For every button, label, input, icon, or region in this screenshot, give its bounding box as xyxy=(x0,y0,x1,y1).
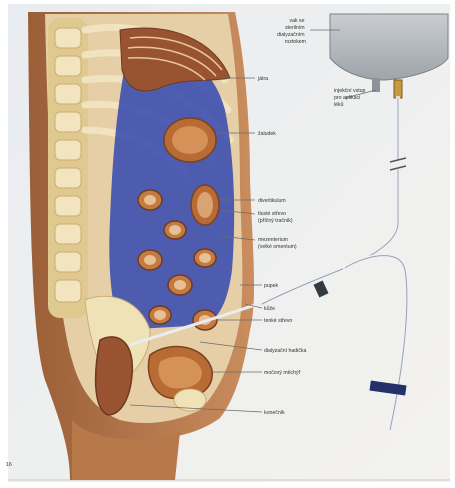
label-rectum: konečník xyxy=(264,410,285,416)
spine xyxy=(48,18,88,318)
bag-port-left xyxy=(372,78,380,92)
label-dialysis-tube: dialyzační hadička xyxy=(264,348,307,354)
label-diverticulum: divertikulum xyxy=(258,198,286,204)
label-stomach: žaludek xyxy=(258,131,276,137)
injection-port xyxy=(394,80,402,98)
label-liver: játra xyxy=(257,76,268,82)
label-skin: kůže xyxy=(264,305,275,312)
dialysate-bag xyxy=(330,14,448,80)
stomach-inner xyxy=(172,126,208,154)
label-bladder: močový měchýř xyxy=(264,370,301,376)
corner-mark: 16 xyxy=(6,462,12,468)
label-small-intestine: tenké střevo xyxy=(264,318,292,324)
diverticulum-inner xyxy=(197,192,213,218)
label-navel: pupek xyxy=(264,283,279,289)
